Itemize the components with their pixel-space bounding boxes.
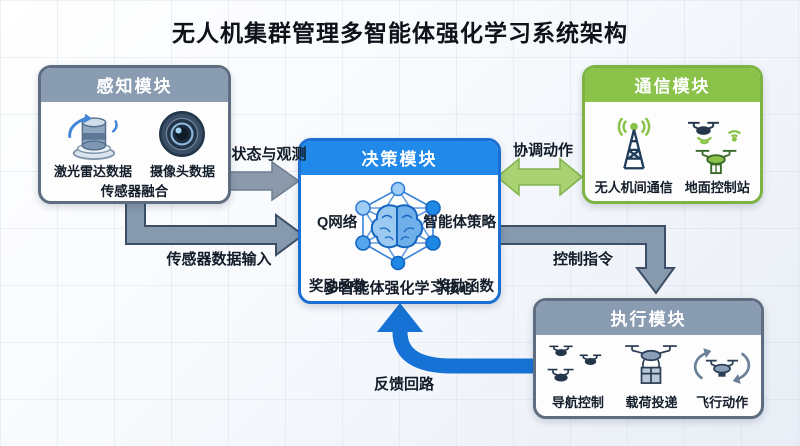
coordination-label: 协调动作: [512, 142, 573, 159]
brain-network-icon: [355, 181, 441, 271]
execution-module: 执行模块: [533, 298, 764, 419]
lidar-label: 激光雷达数据: [53, 164, 132, 179]
inter-uav-comm-label: 无人机间通信: [594, 180, 673, 195]
ground-station-icon: [688, 121, 742, 175]
diagram-title: 无人机集群管理多智能体强化学习系统架构: [172, 20, 628, 46]
decision-module-title: 决策模块: [301, 141, 498, 175]
ground-station-label: 地面控制站: [684, 180, 750, 195]
camera-label: 摄像头数据: [149, 164, 215, 179]
payload-drone-icon: [625, 345, 678, 384]
marl-core-label: 多智能体强化学习核心: [324, 280, 475, 297]
communication-module: 通信模块 无人机间通信: [582, 65, 763, 204]
perception-module-title: 感知模块: [41, 68, 228, 102]
perception-module: 感知模块 激光雷达数据: [38, 65, 231, 204]
feedback-arrow-curve: [392, 328, 536, 374]
q-network-label: Q网络: [317, 215, 358, 231]
communication-module-title: 通信模块: [585, 68, 760, 102]
feedback-label: 反馈回路: [373, 376, 434, 393]
control-command-label: 控制指令: [552, 251, 613, 268]
feedback-arrow-head: [377, 303, 423, 332]
sensor-input-arrow: [125, 196, 305, 257]
control-command-arrow: [494, 225, 676, 295]
lidar-icon: [68, 113, 118, 160]
payload-delivery-label: 载荷投递: [625, 395, 678, 410]
navigation-control-label: 导航控制: [551, 395, 604, 410]
execution-module-title: 执行模块: [536, 301, 761, 335]
drone-swarm-icon: [547, 345, 602, 382]
state-observation-label: 状态与观测: [231, 146, 307, 163]
sensor-fusion-label: 传感器融合: [100, 184, 169, 199]
coordination-arrow: [495, 157, 584, 197]
antenna-icon: [617, 118, 651, 170]
sensor-input-label: 传感器数据输入: [166, 251, 272, 268]
agent-policy-label: 智能体策略: [423, 215, 497, 231]
camera-icon: [159, 111, 206, 157]
reward-function-right-label: 奖励函数: [436, 279, 494, 295]
flight-action-label: 飞行动作: [696, 395, 749, 410]
state-observation-arrow: [224, 160, 301, 202]
decision-module: 决策模块: [298, 138, 501, 304]
reward-function-left-label: 奖励函数: [309, 279, 367, 295]
flight-maneuver-icon: [693, 348, 751, 384]
